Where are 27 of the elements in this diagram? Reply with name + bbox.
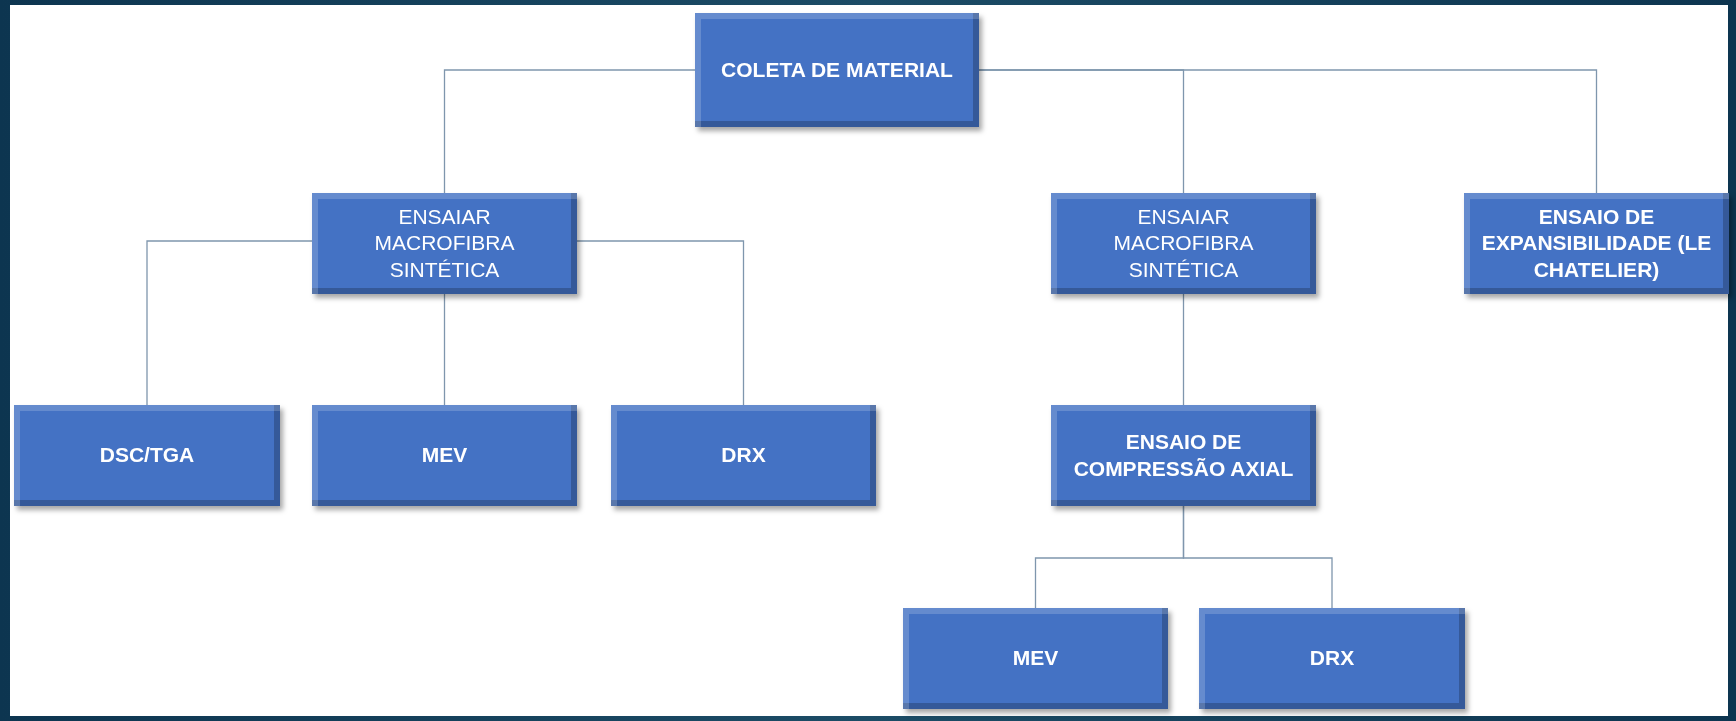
connector-line bbox=[978, 69, 1598, 194]
box-label: MEV bbox=[421, 442, 468, 469]
process-box bbox=[695, 13, 979, 127]
process-box bbox=[1051, 193, 1316, 294]
box-label: MEV bbox=[1012, 645, 1059, 672]
connector-line bbox=[443, 69, 696, 194]
process-box bbox=[611, 405, 876, 506]
process-box bbox=[312, 405, 577, 506]
connector-line bbox=[443, 293, 446, 406]
process-box bbox=[14, 405, 280, 506]
box-label: ENSAIO DE EXPANSIBILIDADE (LE CHATELIER) bbox=[1480, 204, 1713, 283]
box-label: DRX bbox=[1309, 645, 1355, 672]
connector-line bbox=[146, 240, 313, 406]
box-label: ENSAIO DE COMPRESSÃO AXIAL bbox=[1072, 429, 1295, 482]
connector-line bbox=[1182, 505, 1333, 609]
box-label: ENSAIAR MACROFIBRA SINTÉTICA bbox=[373, 204, 516, 283]
box-label: ENSAIAR MACROFIBRA SINTÉTICA bbox=[1112, 204, 1255, 283]
connector-line bbox=[1182, 293, 1185, 406]
box-label: DSC/TGA bbox=[99, 442, 195, 469]
process-box bbox=[1051, 405, 1316, 506]
box-label: DRX bbox=[721, 442, 766, 469]
process-box bbox=[1464, 193, 1729, 294]
process-box bbox=[1199, 608, 1465, 709]
process-box bbox=[903, 608, 1168, 709]
connector-line bbox=[576, 240, 745, 406]
process-box bbox=[312, 193, 577, 294]
box-label: COLETA DE MATERIAL bbox=[721, 56, 953, 83]
